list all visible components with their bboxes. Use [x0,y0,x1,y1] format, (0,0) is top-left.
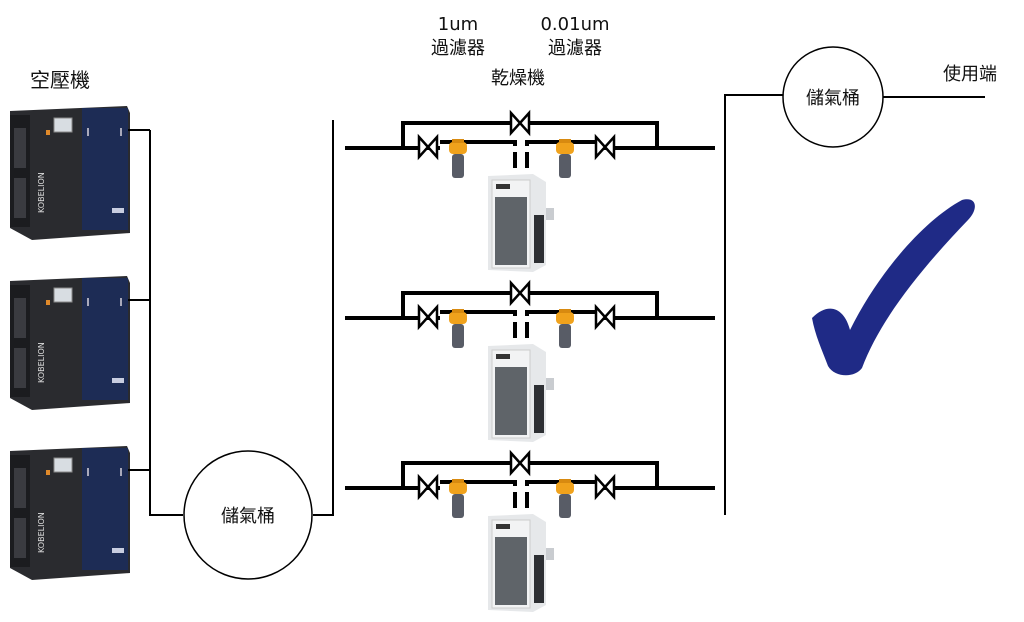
check-mark-icon [812,199,975,376]
compressor-3-brand: KOBELION [37,512,46,553]
compressor-2 [9,275,131,411]
filter-001um [556,139,574,178]
compressor-3 [9,445,131,581]
receiver-tank-right [782,46,884,148]
valve-inlet [417,475,439,499]
label-compressor: 空壓機 [30,68,90,92]
filter-1um [449,479,467,518]
filter-1um [449,139,467,178]
label-filter2-name: 過濾器 [548,38,602,59]
filter-001um [556,479,574,518]
pipe-network [128,94,985,516]
valve-bypass [509,111,531,135]
label-filter1-size: 1um [438,14,478,35]
valve-bypass [509,451,531,475]
label-filter2-size: 0.01um [540,14,609,35]
compressor-1-brand: KOBELION [37,172,46,213]
receiver-tank-left [183,450,313,580]
valve-outlet [594,475,616,499]
valve-outlet [594,135,616,159]
dryer [487,173,555,273]
dryer [487,343,555,443]
compressor-1 [9,105,131,241]
valve-inlet [417,135,439,159]
label-filter1-name: 過濾器 [431,38,485,59]
filter-001um [556,309,574,348]
label-receiver-left: 儲氣桶 [221,506,275,527]
compressor-2-brand: KOBELION [37,342,46,383]
dryer-row-2 [345,281,715,443]
label-dryer: 乾燥機 [491,68,545,89]
filter-1um [449,309,467,348]
label-end-use: 使用端 [943,64,997,85]
valve-outlet [594,305,616,329]
dryer [487,513,555,613]
label-receiver-right: 儲氣桶 [806,88,860,109]
dryer-row-1 [345,111,715,273]
dryer-row-3 [345,451,715,613]
valve-inlet [417,305,439,329]
valve-bypass [509,281,531,305]
